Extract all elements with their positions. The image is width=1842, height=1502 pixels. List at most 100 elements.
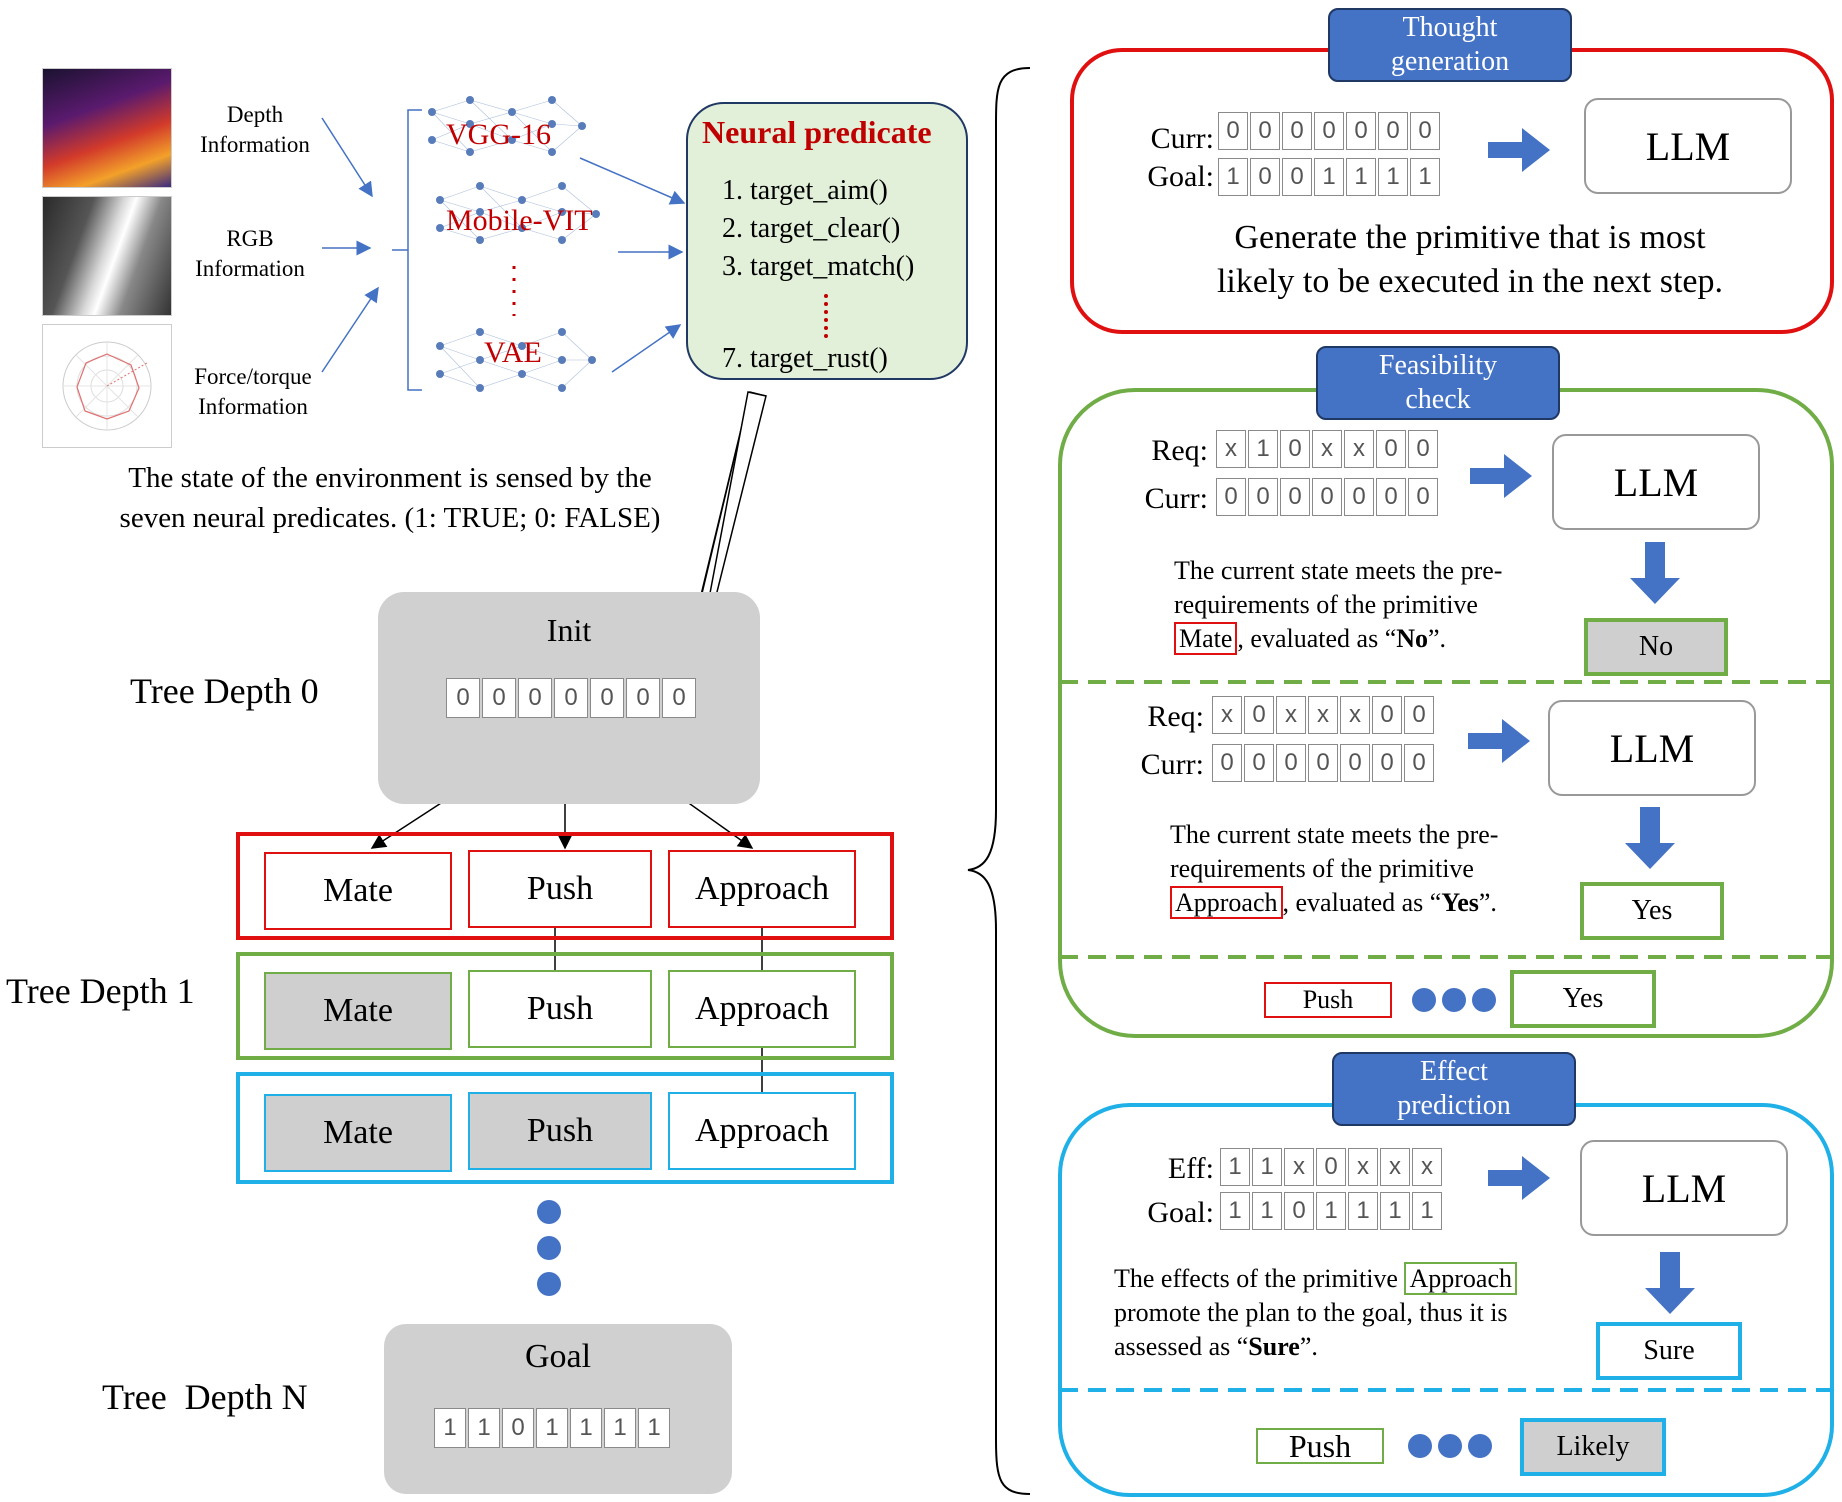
state-cell: 0 [1316,1148,1346,1186]
state-cell: 0 [502,1408,534,1448]
node-mate[interactable]: Mate [264,852,452,930]
ellipsis-dot [537,1200,561,1224]
state-cell: 1 [1380,1192,1410,1230]
net-arrow-1 [579,157,686,205]
state-cell: 1 [1220,1192,1250,1230]
state-cell: 1 [1412,1192,1442,1230]
tree-depth-n-label: Tree Depth N [102,1377,308,1417]
state-cell: 1 [468,1408,500,1448]
nn-graph-icon-1 [428,96,586,156]
state-cell: x [1216,430,1246,468]
thought-curr-state: 0 0 0 0 0 0 0 [1218,112,1442,150]
predicate-item: 1. target_aim() [722,175,888,206]
state-cell: 0 [446,678,480,718]
state-cell: 0 [1378,112,1408,150]
state-cell: 1 [1378,158,1408,196]
state-cell: 1 [1348,1192,1378,1230]
state-cell: 0 [1372,696,1402,734]
effect-summary-push: Push [1256,1428,1384,1464]
init-label: Init [546,612,592,648]
feasibility-a-llm: LLM [1552,434,1760,530]
effect-goal-state: 1 1 0 1 1 1 1 [1220,1192,1444,1230]
goal-label: Goal: [1147,1196,1214,1229]
feasibility-summary-yes: Yes [1510,970,1656,1028]
curr-label: Curr: [1144,482,1208,515]
goal-label: Goal: [1147,160,1214,193]
effect-result: Sure [1596,1322,1742,1380]
state-cell: 0 [1408,430,1438,468]
node-approach[interactable]: Approach [668,970,856,1048]
feasibility-b-req: x 0 x x x 0 0 [1212,696,1436,734]
predicate-ellipsis [824,294,832,338]
state-cell: 0 [1284,1192,1314,1230]
state-cell: 0 [1276,744,1306,782]
rgb-image [42,196,172,316]
depth-image [42,68,172,188]
thought-goal-state: 1 0 0 1 1 1 1 [1218,158,1442,196]
state-cell: x [1348,1148,1378,1186]
depth-row-1 [236,832,894,940]
state-cell: 1 [638,1408,670,1448]
thought-right-arrow [1488,128,1550,172]
req-label: Req: [1151,434,1208,467]
state-cell: 0 [626,678,660,718]
feasibility-b-result: Yes [1580,882,1724,940]
node-push[interactable]: Push [468,970,652,1048]
state-cell: 0 [1404,744,1434,782]
state-cell: x [1380,1148,1410,1186]
tree-depth-0-label: Tree Depth 0 [130,671,319,711]
state-cell: x [1340,696,1370,734]
predicate-item: 3. target_match() [722,251,915,282]
state-cell: x [1344,430,1374,468]
state-cell: 0 [554,678,588,718]
state-cell: 1 [1346,158,1376,196]
node-push[interactable]: Push [468,1092,652,1170]
req-label: Req: [1147,700,1204,733]
ellipsis-dot [1472,988,1496,1012]
thought-llm: LLM [1584,98,1792,194]
state-cell: 0 [1280,430,1310,468]
curr-label: Curr: [1150,122,1214,155]
network-vgg16: VGG-16 [446,118,551,151]
feasibility-b-text: The current state meets the pre- require… [1170,820,1499,919]
state-cell: 1 [1252,1148,1282,1186]
ellipsis-dot [1408,1434,1432,1458]
node-mate[interactable]: Mate [264,972,452,1050]
force-arrow [321,286,379,373]
state-cell: 0 [518,678,552,718]
depth-row-2 [236,952,894,1060]
state-cell: 0 [1280,478,1310,516]
state-cell: 0 [1314,112,1344,150]
state-cell: x [1308,696,1338,734]
ellipsis-dot [1468,1434,1492,1458]
feasibility-a-curr: 0 0 0 0 0 0 0 [1216,478,1440,516]
feasibility-a-req: x 1 0 x x 0 0 [1216,430,1440,468]
state-cell: 0 [1376,430,1406,468]
feasibility-b-curr: 0 0 0 0 0 0 0 [1212,744,1436,782]
node-approach[interactable]: Approach [668,1092,856,1170]
state-cell: 0 [1346,112,1376,150]
state-cell: 0 [482,678,516,718]
node-approach[interactable]: Approach [668,850,856,928]
tree-depth-1-label: Tree Depth 1 [6,971,195,1011]
state-cell: 0 [1282,112,1312,150]
node-push[interactable]: Push [468,850,652,928]
net-arrow-3 [611,324,682,373]
ellipsis-dot [537,1236,561,1260]
network-mobile-vit: Mobile-VIT [446,204,593,237]
state-cell: 1 [570,1408,602,1448]
neural-predicate-box: Neural predicate 1. target_aim() 2. targ… [686,102,968,380]
state-cell: 1 [1410,158,1440,196]
node-mate[interactable]: Mate [264,1094,452,1172]
effect-text: The effects of the primitive Approach pr… [1114,1262,1554,1364]
predicate-item: 2. target_clear() [722,213,901,244]
nn-graph-icon-2 [436,182,600,244]
ellipsis-dot [1442,988,1466,1012]
ellipsis-dot [537,1272,561,1296]
state-cell: 1 [1220,1148,1250,1186]
